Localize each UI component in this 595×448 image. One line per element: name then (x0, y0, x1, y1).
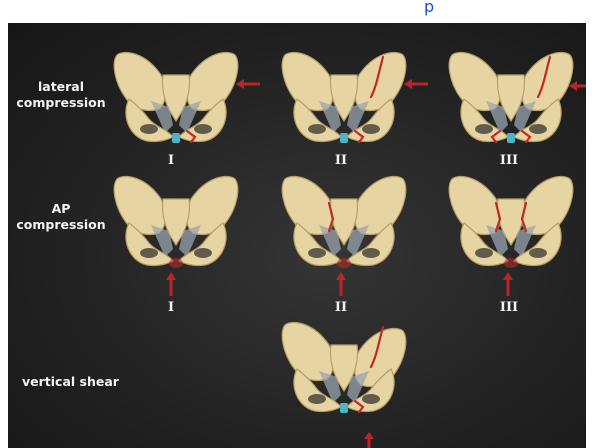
pelvis-illustration-lc-3 (446, 45, 576, 153)
arrow-left-icon (402, 77, 430, 91)
left-obturator (308, 124, 326, 134)
arrow-left-icon (567, 79, 586, 93)
pelvis-illustration-ap-1 (111, 169, 241, 277)
pelvis-shapes (114, 52, 238, 143)
grade-label-ap-1: I (151, 300, 191, 315)
row-label-lateral-compression: lateral compression (10, 79, 112, 111)
row-label-line1: lateral (10, 79, 112, 95)
grade-label-lc-3: III (489, 153, 529, 168)
arrow-left-icon (234, 77, 262, 91)
right-iliac-wing (522, 176, 573, 234)
left-iliac-wing (282, 176, 333, 234)
pelvis-illustration-lc-2 (279, 45, 409, 153)
left-obturator (475, 248, 493, 258)
pelvis-shapes (449, 52, 573, 143)
left-obturator (140, 124, 158, 134)
symphysis-diastasis (337, 258, 351, 268)
pelvis-illustration-vs (279, 315, 409, 423)
right-obturator (529, 248, 547, 258)
row-label-line2: compression (10, 95, 112, 111)
symphysis-diastasis (169, 258, 183, 268)
left-obturator (308, 394, 326, 404)
pubic-symphysis (507, 133, 515, 143)
left-iliac-wing (449, 52, 500, 110)
arrow-up-icon (362, 431, 376, 448)
left-iliac-wing (114, 176, 165, 234)
grade-label-ap-2: II (321, 300, 361, 315)
right-obturator (362, 248, 380, 258)
pelvis-shapes (449, 176, 573, 268)
left-iliac-wing (282, 52, 333, 110)
right-iliac-wing (355, 52, 406, 110)
diagram-panel: lateral compression AP compression verti… (8, 23, 586, 448)
pubic-symphysis (172, 133, 180, 143)
pelvis-illustration-ap-3 (446, 169, 576, 277)
right-iliac-wing (187, 176, 238, 234)
left-obturator (308, 248, 326, 258)
right-obturator (194, 124, 212, 134)
left-obturator (140, 248, 158, 258)
right-obturator (194, 248, 212, 258)
row-label-ap-compression: AP compression (10, 201, 112, 233)
right-iliac-wing (522, 52, 573, 110)
pelvis-shapes (282, 176, 406, 268)
row-label-line1: AP (10, 201, 112, 217)
pubic-symphysis (340, 403, 348, 413)
pelvis-illustration-ap-2 (279, 169, 409, 277)
row-label-line2: compression (10, 217, 112, 233)
symphysis-diastasis (504, 258, 518, 268)
right-obturator (362, 124, 380, 134)
pelvis-illustration-lc-1 (111, 45, 241, 153)
pelvis-shapes (114, 176, 238, 268)
arrow-up-icon (334, 271, 348, 297)
left-iliac-wing (449, 176, 500, 234)
grade-label-lc-1: I (151, 153, 191, 168)
pubic-symphysis (340, 133, 348, 143)
row-label-line1: vertical shear (22, 374, 142, 390)
arrow-up-icon (164, 271, 178, 297)
right-iliac-wing (355, 176, 406, 234)
right-iliac-wing (187, 52, 238, 110)
left-iliac-wing (114, 52, 165, 110)
row-label-vertical-shear: vertical shear (22, 374, 142, 390)
left-iliac-wing (282, 322, 333, 380)
left-obturator (475, 124, 493, 134)
right-obturator (529, 124, 547, 134)
top-partial-glyph: p (424, 0, 434, 14)
right-obturator (362, 394, 380, 404)
pelvis-shapes (282, 52, 406, 143)
pelvis-shapes (282, 322, 406, 413)
grade-label-lc-2: II (321, 153, 361, 168)
arrow-up-icon (501, 271, 515, 297)
grade-label-ap-3: III (489, 300, 529, 315)
